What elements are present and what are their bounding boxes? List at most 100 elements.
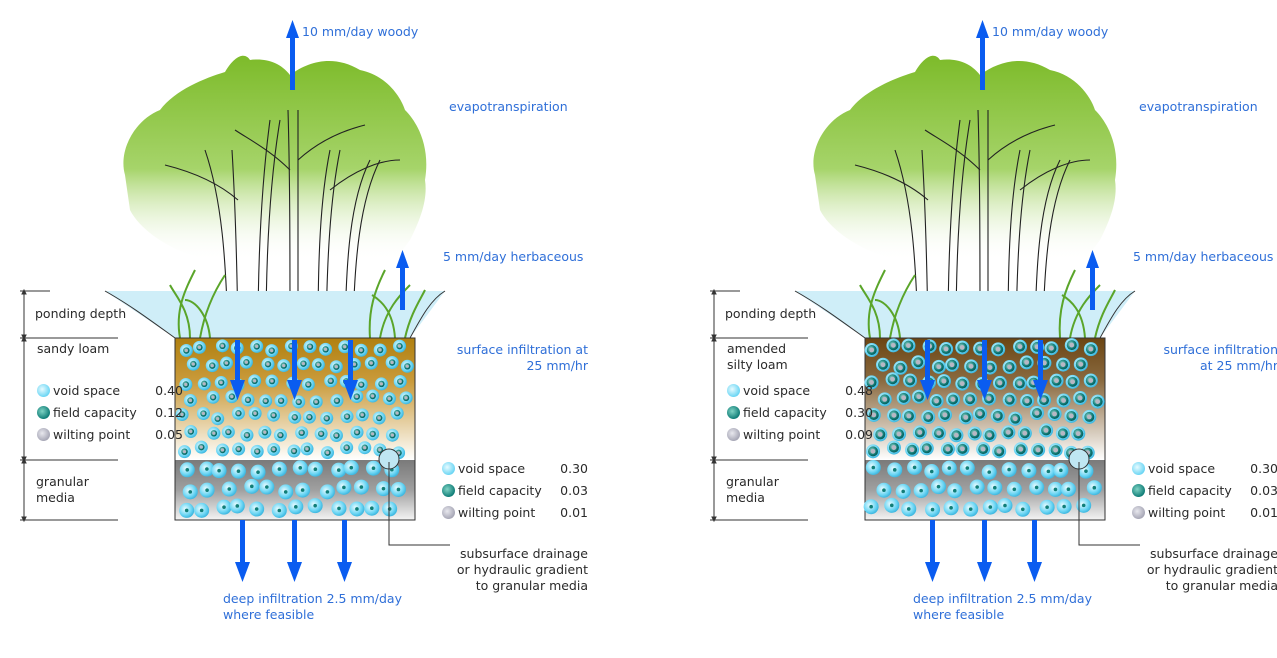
soil-type-line-1: sandy loam bbox=[37, 341, 110, 356]
soil-particle bbox=[921, 410, 936, 425]
soil-particle bbox=[366, 389, 380, 403]
soil-particle bbox=[1013, 339, 1028, 354]
soil-particle bbox=[982, 428, 997, 443]
drain-leader-line bbox=[1078, 462, 1140, 546]
soil-particle bbox=[1020, 393, 1035, 408]
granular-particle bbox=[876, 482, 892, 498]
arrow-surface-infiltration-3 bbox=[1033, 340, 1048, 400]
arrow-herbaceous-up bbox=[1086, 250, 1099, 310]
soil-particle bbox=[192, 340, 206, 354]
soil-particle bbox=[1065, 374, 1080, 389]
soil-particle bbox=[206, 390, 220, 404]
deep-infiltration-label: deep infiltration 2.5 mm/day where feasi… bbox=[223, 591, 402, 623]
soil-particle bbox=[330, 394, 344, 408]
soil-particle bbox=[303, 340, 317, 354]
flow-arrows bbox=[230, 20, 409, 582]
soil-particle bbox=[1049, 373, 1064, 388]
soil-particle bbox=[949, 428, 964, 443]
granular-particle bbox=[943, 500, 959, 516]
soil-type-line-2: silty loam bbox=[727, 357, 788, 372]
granular-particles bbox=[863, 459, 1102, 518]
soil-particle bbox=[936, 374, 951, 389]
soil-particle bbox=[937, 407, 952, 422]
granular-media-label: granular media bbox=[36, 474, 89, 506]
granular-particle bbox=[931, 479, 947, 495]
legend-row-field-capacity: field capacity 0.30 bbox=[727, 405, 873, 420]
legend-value: 0.30 bbox=[560, 461, 588, 476]
soil-particle bbox=[864, 342, 879, 357]
soil-particle bbox=[1030, 406, 1045, 421]
granular-particle bbox=[1006, 481, 1022, 497]
soil-particle bbox=[1017, 426, 1032, 441]
bioretention-panel-sandy-loam: 10 mm/day woody evapotranspiration 5 mm/… bbox=[0, 0, 638, 658]
soil-particle bbox=[1073, 391, 1088, 406]
soil-particle bbox=[258, 425, 272, 439]
granular-particle bbox=[271, 502, 287, 518]
bioretention-panel-silty-loam: 10 mm/day woody evapotranspiration 5 mm/… bbox=[690, 0, 1277, 658]
soil-particle bbox=[340, 441, 354, 455]
soil-particle bbox=[1039, 423, 1054, 438]
legend-value: 0.40 bbox=[155, 383, 183, 398]
soil-particle bbox=[1044, 341, 1059, 356]
drainage-line-3: to granular media bbox=[1165, 578, 1277, 593]
granular-particle bbox=[250, 464, 266, 480]
wilting-point-icon bbox=[1132, 506, 1145, 519]
granular-particle bbox=[365, 460, 381, 476]
soil-particle bbox=[901, 409, 916, 424]
soil-particle bbox=[963, 392, 978, 407]
granular-particle bbox=[278, 484, 294, 500]
granular-particle bbox=[913, 483, 929, 499]
soil-particle bbox=[354, 378, 368, 392]
soil-particle bbox=[967, 426, 982, 441]
soil-particle bbox=[197, 377, 211, 391]
soil-particle bbox=[958, 410, 973, 425]
surface-infiltration-line-1: surface infiltration bbox=[1163, 342, 1277, 357]
herbaceous-grass bbox=[859, 269, 1116, 339]
soil-type-line-1: amended bbox=[727, 341, 787, 356]
soil-particle bbox=[215, 339, 229, 353]
soil-particle bbox=[393, 375, 407, 389]
soil-particle bbox=[296, 357, 310, 371]
soil-particle bbox=[265, 344, 279, 358]
soil-particle bbox=[991, 342, 1006, 357]
legend-value: 0.01 bbox=[560, 505, 588, 520]
granular-particle bbox=[244, 478, 260, 494]
soil-particle bbox=[1055, 426, 1070, 441]
granular-particle bbox=[1021, 463, 1037, 479]
soil-particle bbox=[911, 355, 926, 370]
soil-particle bbox=[1031, 442, 1046, 457]
soil-particle bbox=[873, 427, 888, 442]
soil-particle bbox=[175, 407, 189, 421]
soil-particle bbox=[1083, 373, 1098, 388]
soil-particles bbox=[864, 338, 1105, 460]
legend-name: void space bbox=[458, 461, 526, 476]
soil-particle bbox=[250, 444, 264, 458]
deep-infiltration-line-2: where feasible bbox=[913, 607, 1005, 622]
granular-media-line-1: granular bbox=[726, 474, 779, 489]
legend-value: 0.30 bbox=[845, 405, 873, 420]
arrow-deep-infiltration-1 bbox=[235, 520, 250, 582]
granular-particle bbox=[1015, 501, 1031, 517]
granular-particle bbox=[1086, 480, 1102, 496]
soil-particle bbox=[179, 378, 193, 392]
granular-particle bbox=[1001, 462, 1017, 478]
soil-particle bbox=[946, 392, 961, 407]
soil-particle bbox=[893, 360, 908, 375]
drainage-line-3: to granular media bbox=[475, 578, 588, 593]
basin-slope-left bbox=[794, 290, 866, 339]
soil-particle bbox=[301, 377, 315, 391]
surface-infiltration-label: surface infiltration at 25 mm/hr bbox=[420, 342, 588, 374]
soil-particle bbox=[184, 425, 198, 439]
granular-particle bbox=[884, 497, 900, 513]
arrow-deep-infiltration-3 bbox=[1027, 520, 1042, 582]
legend-name: field capacity bbox=[743, 405, 827, 420]
soil-particle bbox=[866, 444, 881, 459]
granular-particle bbox=[307, 461, 323, 477]
soil-particle bbox=[350, 425, 364, 439]
granular-media-label: granular media bbox=[726, 474, 779, 506]
cross-section-illustration bbox=[710, 20, 1140, 582]
granular-particle bbox=[331, 462, 347, 478]
